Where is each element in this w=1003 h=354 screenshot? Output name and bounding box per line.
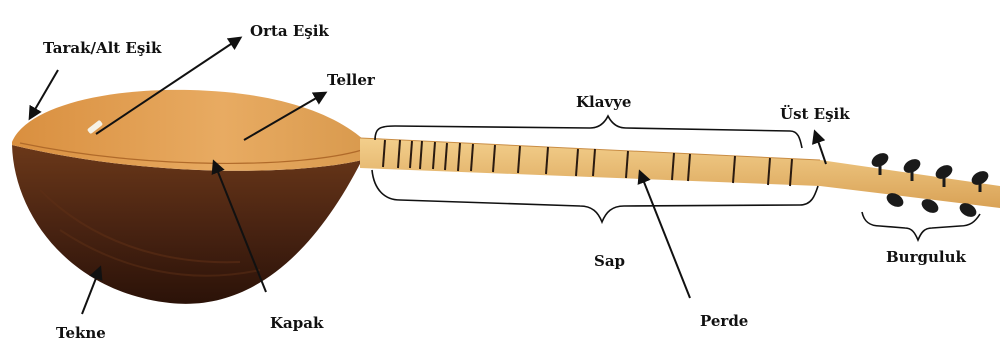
arrow-perde [640, 172, 690, 298]
burguluk-brace [862, 212, 980, 240]
label-orta-esik: Orta Eşik [250, 24, 329, 39]
arrow-ust-esik [815, 132, 826, 164]
label-klavye: Klavye [576, 95, 631, 110]
label-burguluk: Burguluk [886, 250, 966, 265]
label-kapak: Kapak [270, 316, 323, 331]
label-tarak: Tarak/Alt Eşik [43, 41, 161, 56]
label-ust-esik: Üst Eşik [780, 107, 850, 122]
label-teller: Teller [327, 73, 375, 88]
label-tekne: Tekne [56, 326, 106, 341]
label-perde: Perde [700, 314, 748, 329]
label-sap: Sap [594, 254, 625, 269]
neck [360, 138, 1000, 208]
